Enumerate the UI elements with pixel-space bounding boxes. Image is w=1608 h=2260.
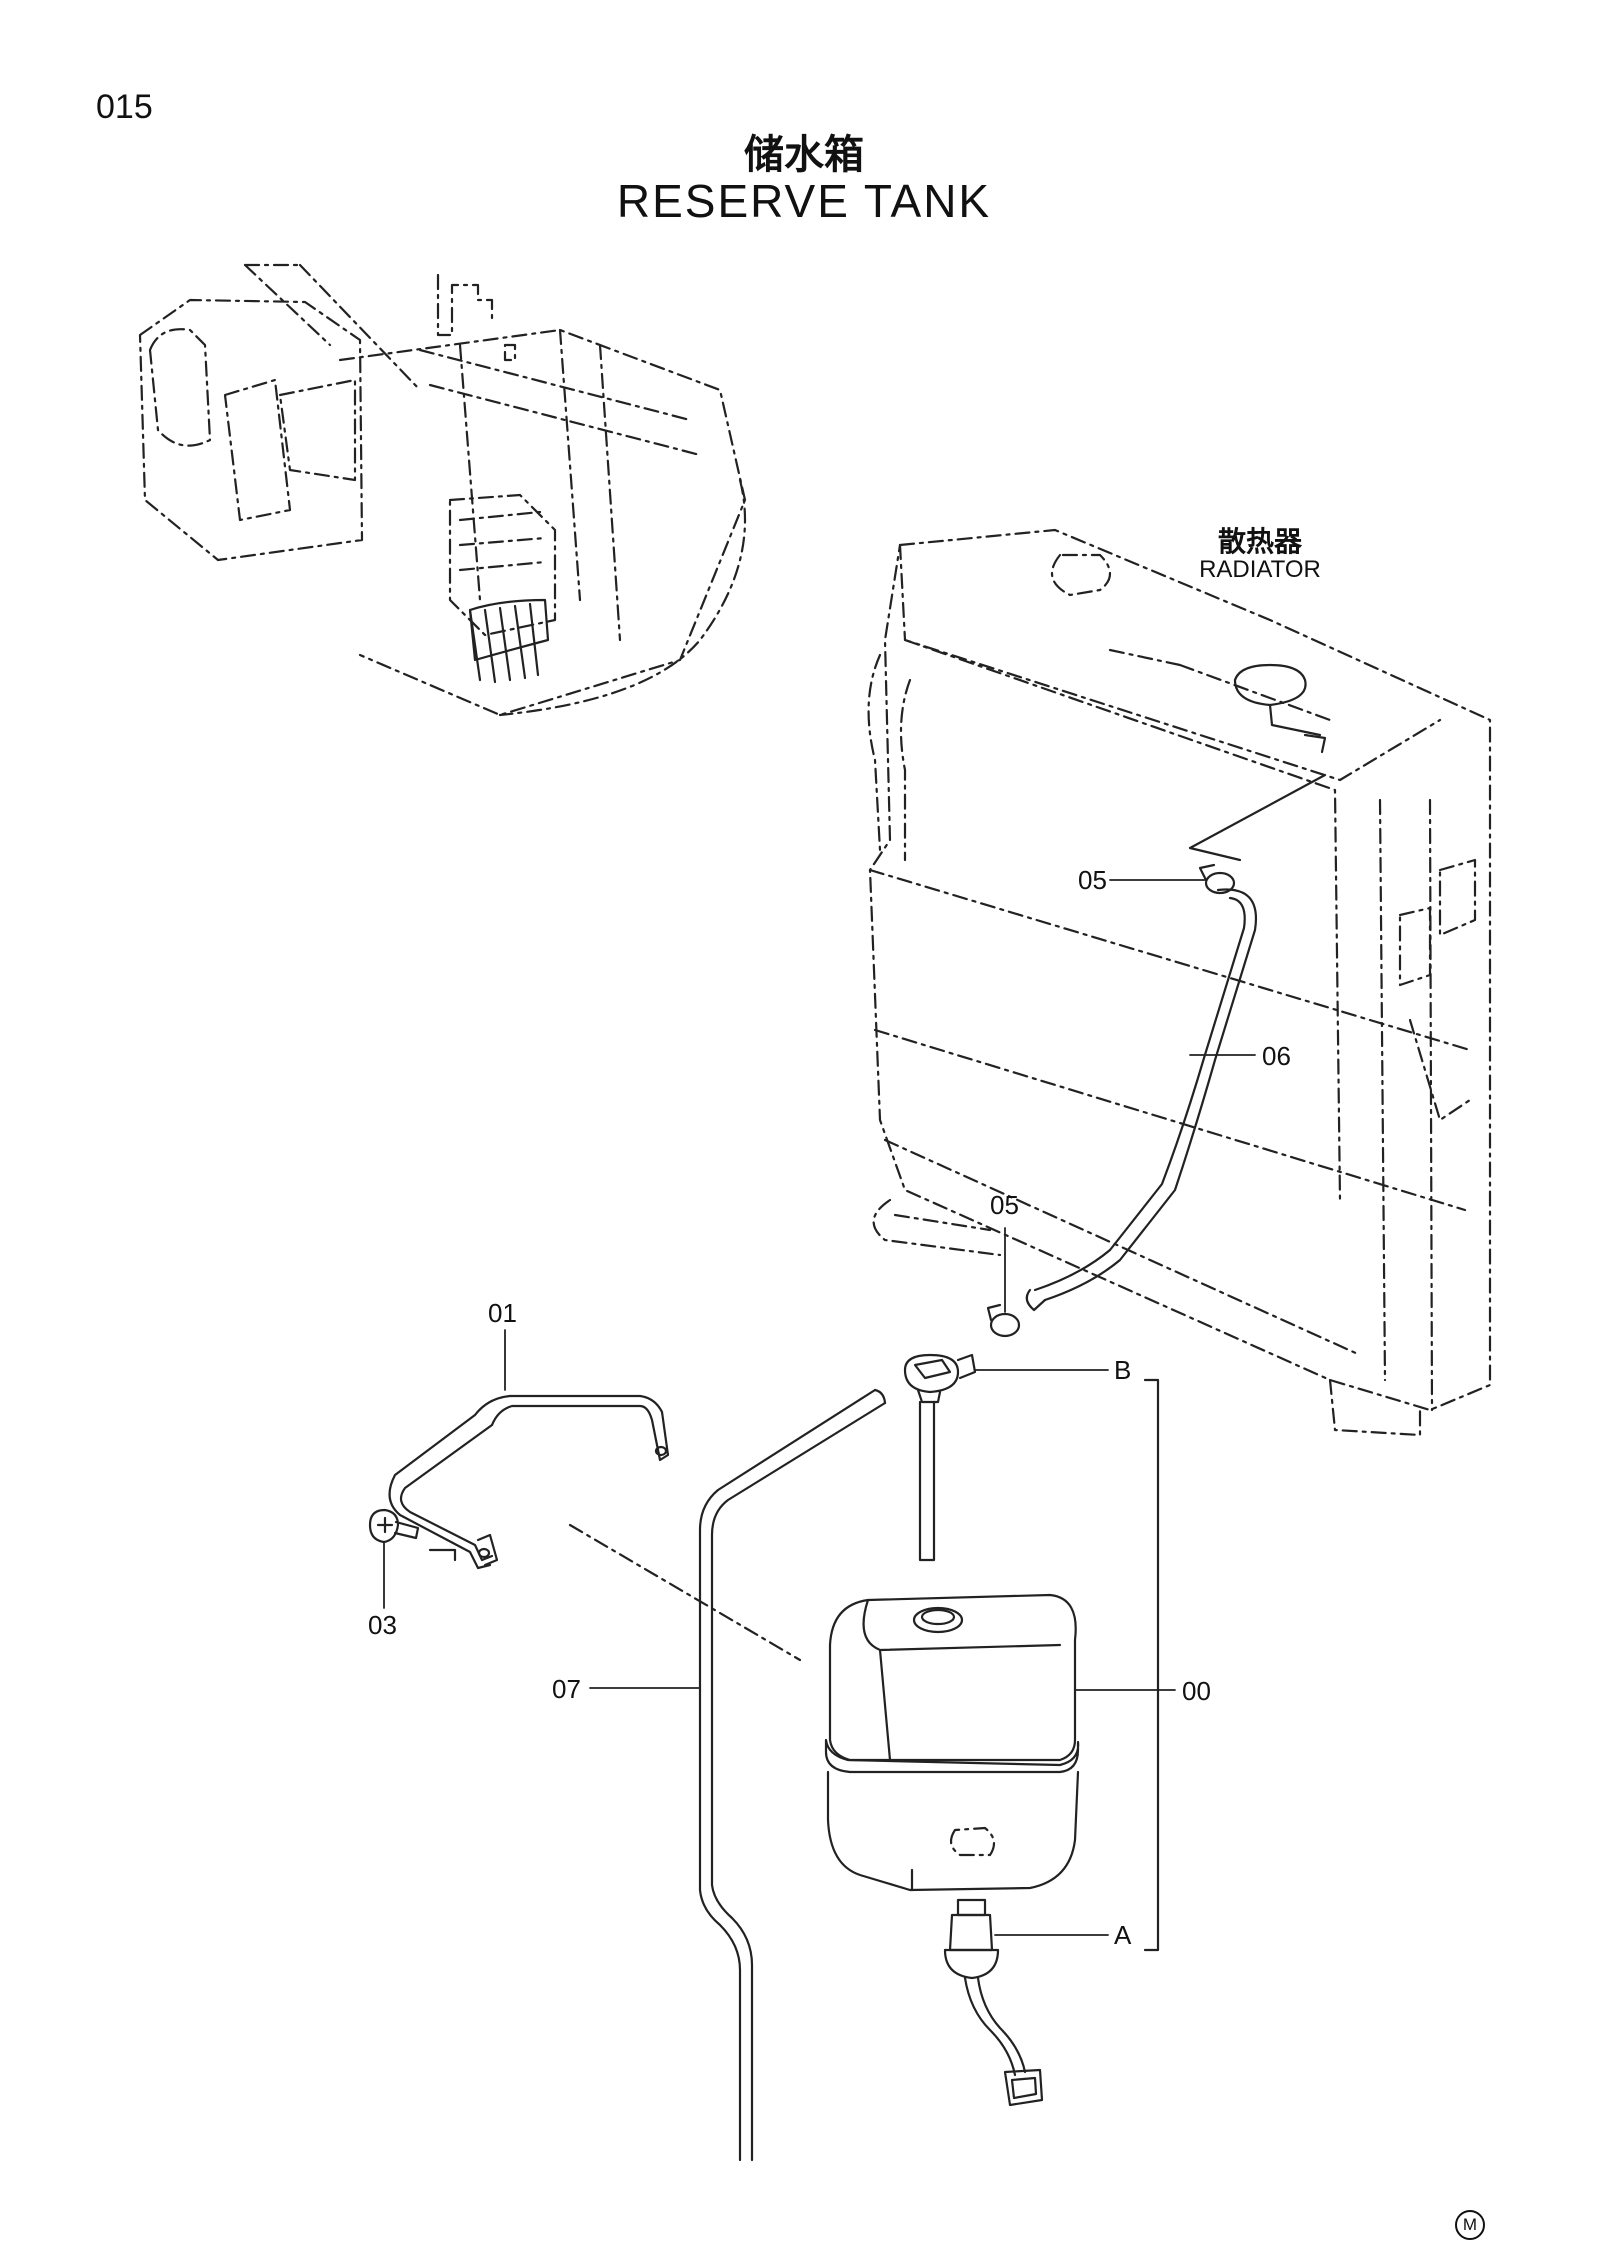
radiator-cap	[1233, 663, 1327, 754]
page-number: 015	[96, 88, 153, 126]
title-chinese: 储水箱	[744, 132, 864, 178]
hose-clamp-05-top	[1198, 863, 1236, 895]
bracket-01	[388, 1394, 670, 1570]
callout-00: 00	[1182, 1676, 1211, 1706]
title-english: RESERVE TANK	[616, 175, 992, 227]
callout-a: A	[1114, 1920, 1132, 1950]
leader-lines	[383, 879, 1256, 1936]
level-sensor-a	[943, 1898, 1044, 2107]
overflow-hose-06	[1025, 888, 1258, 1312]
callout-05-top: 05	[1078, 865, 1107, 895]
bolt-03	[368, 1508, 420, 1544]
callout-07: 07	[552, 1674, 581, 1704]
callout-03: 03	[368, 1610, 397, 1640]
radiator-body	[867, 528, 1492, 1437]
radiator-label-english: RADIATOR	[1199, 556, 1321, 583]
excavator-illustration	[138, 263, 747, 717]
drain-tube-07	[698, 1388, 887, 2162]
callout-05-bottom: 05	[990, 1190, 1019, 1220]
registered-mark: M	[1455, 2210, 1485, 2240]
hose-clamp-05-bottom	[986, 1303, 1021, 1338]
tank-cap-b	[903, 1353, 977, 1562]
callout-01: 01	[488, 1298, 517, 1328]
reserve-tank-00	[824, 1593, 1080, 1892]
callout-06: 06	[1262, 1041, 1291, 1071]
bracket-leader	[568, 1523, 802, 1662]
radiator-highlight	[468, 598, 550, 684]
radiator-label-chinese: 散热器	[1217, 525, 1302, 558]
callout-b: B	[1114, 1355, 1132, 1385]
